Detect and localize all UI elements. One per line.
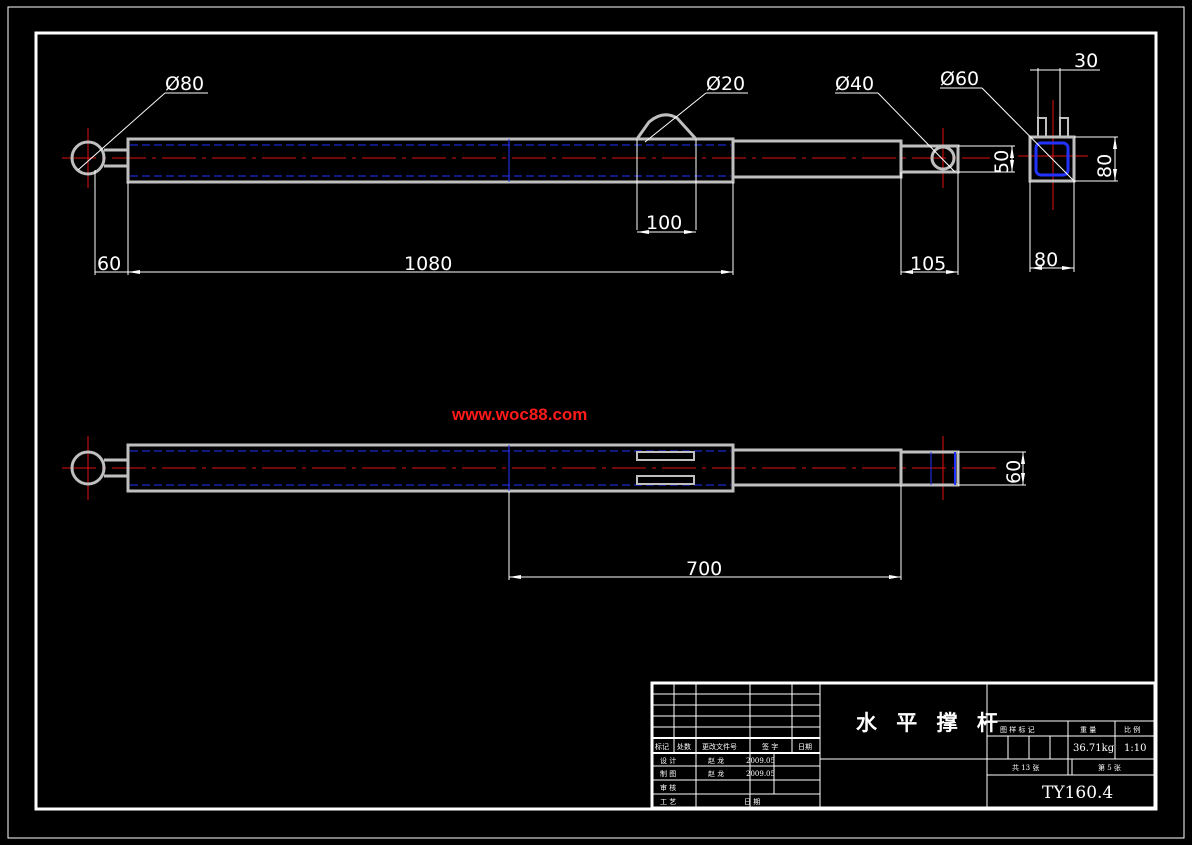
row-design-role: 设 计 bbox=[660, 756, 676, 765]
inner-rod bbox=[731, 139, 903, 179]
row-draw-date: 2009.05 bbox=[746, 770, 775, 778]
row-design-name: 赵 龙 bbox=[708, 756, 724, 765]
top-dimension-arrows bbox=[509, 452, 1025, 579]
end-view-tube bbox=[1028, 135, 1076, 183]
front-view: Ø80 Ø20 Ø40 Ø60 30 100 60 1080 105 80 50… bbox=[62, 50, 1118, 275]
front-dimension-lines bbox=[77, 68, 1118, 275]
dim-w30: 30 bbox=[1074, 50, 1098, 72]
dim-l105: 105 bbox=[910, 253, 946, 275]
rev-count: 处数 bbox=[677, 742, 691, 751]
dim-l60: 60 bbox=[97, 253, 121, 275]
dim-l700: 700 bbox=[686, 558, 722, 580]
rev-date: 日期 bbox=[798, 743, 812, 751]
scale-value: 1:10 bbox=[1124, 743, 1146, 754]
row-design-date: 2009.05 bbox=[746, 757, 775, 765]
rev-mark: 标记 bbox=[655, 742, 669, 751]
header-stage-mark: 图 样 标 记 bbox=[1000, 725, 1035, 734]
outer-border bbox=[7, 6, 1185, 839]
title-block-frame bbox=[650, 681, 1157, 810]
top-lug-plate-upper bbox=[636, 451, 695, 461]
top-dimension-lines bbox=[508, 451, 1026, 580]
row-process-role: 工 艺 bbox=[660, 798, 676, 806]
weight-value: 36.71kg bbox=[1073, 743, 1115, 754]
top-rod-end bbox=[899, 450, 960, 487]
dim-h50: 50 bbox=[991, 150, 1013, 174]
title-block: 水 平 撑 杆 TY160.4 图 样 标 记 重 量 比 例 36.71kg … bbox=[650, 681, 1157, 810]
dim-l100: 100 bbox=[646, 212, 682, 234]
header-weight: 重 量 bbox=[1080, 726, 1096, 734]
watermark: www.woc88.com bbox=[451, 405, 587, 424]
top-lug-plate-lower bbox=[636, 475, 695, 485]
end-view-bore bbox=[1034, 141, 1070, 177]
dim-d40: Ø40 bbox=[835, 73, 874, 95]
drawing-title: 水 平 撑 杆 bbox=[856, 710, 1004, 735]
rev-doc: 更改文件号 bbox=[702, 742, 737, 751]
dim-d60: Ø60 bbox=[940, 68, 979, 90]
sheet-total: 共 13 张 bbox=[1012, 763, 1039, 772]
end-view-lug bbox=[1037, 117, 1069, 137]
end-view bbox=[1018, 100, 1088, 210]
dim-d80: Ø80 bbox=[165, 73, 204, 95]
dim-d20: Ø20 bbox=[706, 73, 745, 95]
rev-sign: 签 字 bbox=[762, 742, 778, 751]
dim-h60: 60 bbox=[1003, 460, 1025, 484]
row-process-date: 日 期 bbox=[744, 798, 760, 806]
revision-grid bbox=[652, 683, 1155, 808]
top-view: 700 60 bbox=[62, 436, 1026, 580]
dim-h80: 80 bbox=[1094, 154, 1116, 178]
sheet-no: 第 5 张 bbox=[1098, 763, 1121, 772]
inner-border bbox=[34, 31, 1158, 811]
row-draw-name: 赵 龙 bbox=[708, 769, 724, 778]
drawing-number: TY160.4 bbox=[1042, 783, 1113, 803]
header-scale: 比 例 bbox=[1124, 725, 1140, 734]
top-left-eye bbox=[70, 450, 106, 486]
row-review-role: 审 核 bbox=[660, 783, 676, 792]
pin-lug bbox=[635, 113, 698, 141]
dim-w80: 80 bbox=[1034, 249, 1058, 271]
dim-l1080: 1080 bbox=[404, 253, 452, 275]
right-eye-hole bbox=[930, 145, 956, 171]
front-dimension-arrows bbox=[128, 137, 1117, 274]
left-eye-lug bbox=[70, 140, 106, 176]
row-draw-role: 制 图 bbox=[660, 769, 676, 778]
